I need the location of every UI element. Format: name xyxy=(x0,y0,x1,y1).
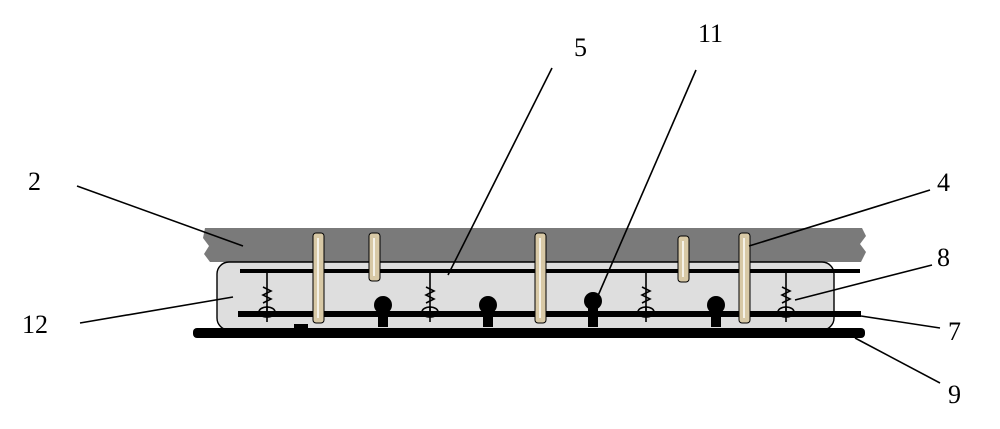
vertical-rods xyxy=(312,232,751,324)
callout-12: 12 xyxy=(22,310,48,339)
base-plate xyxy=(193,328,865,338)
leader-11 xyxy=(596,69,697,299)
callout-5: 5 xyxy=(574,33,587,62)
spring xyxy=(777,273,795,322)
base-mark xyxy=(294,324,308,328)
fastener xyxy=(479,296,497,327)
leader-4 xyxy=(748,189,931,247)
callout-11: 11 xyxy=(698,19,723,48)
leader-8 xyxy=(794,264,933,301)
spring xyxy=(258,273,276,322)
lower-bar xyxy=(238,311,861,317)
leader-9 xyxy=(854,337,941,384)
leader-12 xyxy=(79,296,234,324)
round-fasteners xyxy=(374,292,725,327)
callout-8: 8 xyxy=(937,243,950,272)
leader-7 xyxy=(860,315,941,329)
spring-connectors xyxy=(258,273,795,322)
callout-2: 2 xyxy=(28,167,41,196)
callout-7: 7 xyxy=(948,317,961,346)
spring xyxy=(637,273,655,322)
leader-lines xyxy=(76,67,941,384)
callout-9: 9 xyxy=(948,380,961,409)
fastener xyxy=(707,296,725,327)
leader-5 xyxy=(447,67,553,276)
upper-thin-bar xyxy=(240,269,860,273)
fastener xyxy=(374,296,392,327)
callout-4: 4 xyxy=(937,168,950,197)
spring xyxy=(421,273,439,322)
leader-2 xyxy=(76,185,244,247)
callout-labels: 2 5 11 4 8 12 7 9 xyxy=(22,19,961,409)
